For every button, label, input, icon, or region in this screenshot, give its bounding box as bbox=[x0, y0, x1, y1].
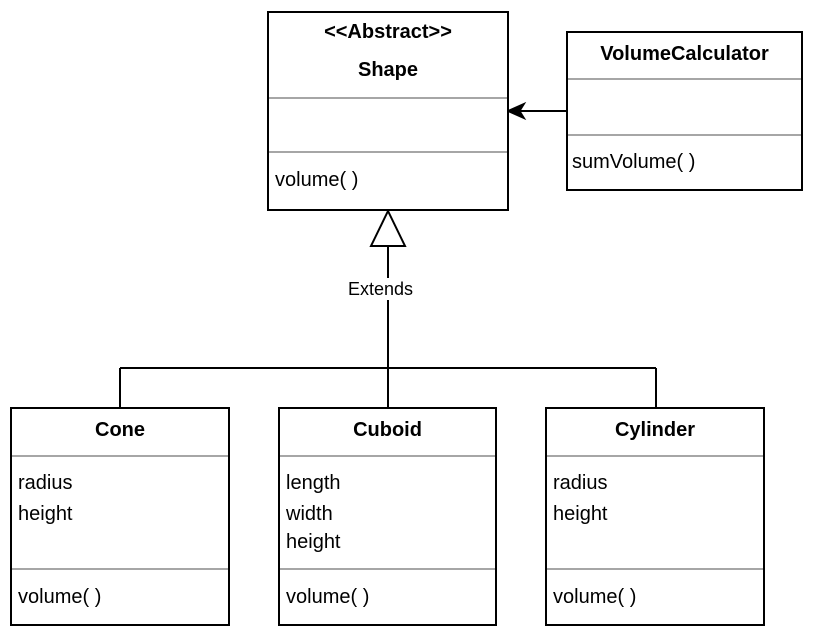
volume-calculator-class[interactable]: VolumeCalculator sumVolume( ) bbox=[566, 31, 803, 191]
cone-attr-radius: radius bbox=[18, 472, 73, 494]
association-arrowhead bbox=[505, 101, 527, 121]
extends-label: Extends bbox=[346, 278, 416, 300]
shape-method-volume: volume( ) bbox=[275, 169, 359, 191]
shape-separator-1 bbox=[269, 97, 507, 99]
cylinder-attr-height: height bbox=[553, 503, 608, 525]
cylinder-class[interactable]: Cylinder radius height volume( ) bbox=[545, 407, 765, 626]
cuboid-separator-2 bbox=[280, 568, 495, 570]
volume-calculator-method-sumvolume: sumVolume( ) bbox=[572, 151, 696, 173]
cylinder-attr-radius: radius bbox=[553, 472, 608, 494]
cylinder-method-volume: volume( ) bbox=[553, 586, 637, 608]
volume-calculator-separator-2 bbox=[568, 134, 801, 136]
volume-calculator-class-name: VolumeCalculator bbox=[600, 43, 769, 65]
cuboid-attr-width: width bbox=[286, 503, 333, 525]
cone-separator-2 bbox=[12, 568, 228, 570]
volume-calculator-separator-1 bbox=[568, 78, 801, 80]
cone-class[interactable]: Cone radius height volume( ) bbox=[10, 407, 230, 626]
cuboid-attr-length: length bbox=[286, 472, 341, 494]
inheritance-triangle bbox=[369, 208, 407, 247]
cylinder-separator-1 bbox=[547, 455, 763, 457]
cone-class-name: Cone bbox=[95, 419, 145, 441]
cylinder-class-name: Cylinder bbox=[614, 419, 696, 441]
cuboid-class[interactable]: Cuboid length width height volume( ) bbox=[278, 407, 497, 626]
cuboid-separator-1 bbox=[280, 455, 495, 457]
cylinder-separator-2 bbox=[547, 568, 763, 570]
shape-class[interactable]: <<Abstract>> Shape volume( ) bbox=[267, 11, 509, 211]
cuboid-class-name: Cuboid bbox=[353, 419, 422, 441]
shape-class-name: Shape bbox=[357, 59, 419, 81]
shape-stereotype: <<Abstract>> bbox=[324, 21, 452, 43]
cone-separator-1 bbox=[12, 455, 228, 457]
cuboid-method-volume: volume( ) bbox=[286, 586, 370, 608]
shape-separator-2 bbox=[269, 151, 507, 153]
cuboid-attr-height: height bbox=[286, 531, 341, 553]
cone-attr-height: height bbox=[18, 503, 73, 525]
cone-method-volume: volume( ) bbox=[18, 586, 102, 608]
